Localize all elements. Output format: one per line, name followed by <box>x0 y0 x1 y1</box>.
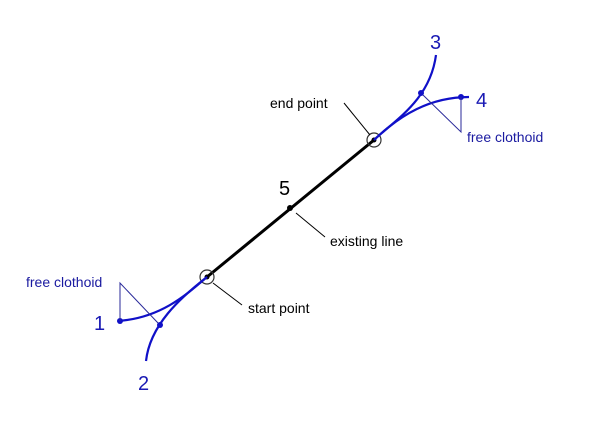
start-point-leader <box>212 282 243 306</box>
clothoid-3-dot <box>418 90 424 96</box>
end-point-label: end point <box>270 95 328 111</box>
start-point-label: start point <box>248 300 310 316</box>
free-clothoid-leader-bottom <box>119 281 159 324</box>
clothoid-3 <box>373 54 438 141</box>
number-3: 3 <box>430 32 441 54</box>
existing-line-leader <box>295 212 326 238</box>
midpoint-dot <box>287 205 293 211</box>
clothoid-4 <box>373 95 470 141</box>
free-clothoid-leader-top <box>422 94 462 134</box>
number-5: 5 <box>279 178 290 200</box>
end-point-marker <box>366 132 382 148</box>
free-clothoid-label-bottom: free clothoid <box>26 274 102 290</box>
clothoid-2-dot <box>157 322 163 328</box>
free-clothoid-label-top: free clothoid <box>467 129 543 145</box>
clothoid-1 <box>117 276 208 323</box>
start-point-marker <box>199 269 215 285</box>
end-point-leader <box>343 102 371 136</box>
number-4: 4 <box>476 90 487 112</box>
clothoid-2 <box>144 276 208 362</box>
number-1: 1 <box>94 313 105 335</box>
number-2: 2 <box>138 373 149 395</box>
existing-line-label: existing line <box>330 233 403 249</box>
